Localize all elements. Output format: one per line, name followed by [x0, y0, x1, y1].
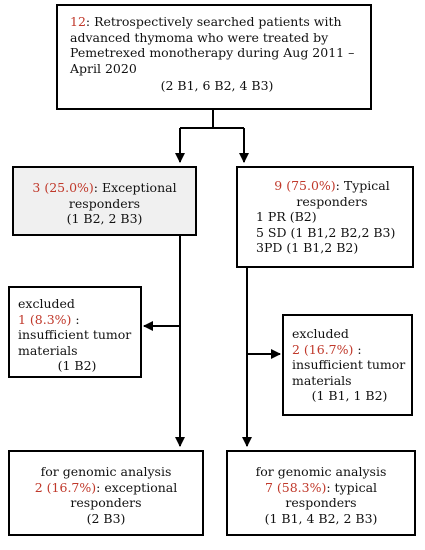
excluded-right-line1: excluded: [292, 326, 349, 341]
excluded-right-line2: :: [357, 341, 362, 357]
typical-line3: 1 PR (B2): [256, 209, 317, 224]
genomic-left-line1: for genomic analysis: [40, 464, 172, 479]
genomic-left-count: 2 (16.7%): [34, 479, 97, 495]
typical-box: 9 (75.0%): Typical responders 1 PR (B2) …: [236, 166, 414, 268]
genomic-right-line1: for genomic analysis: [255, 464, 387, 479]
excluded-left-line4: materials: [18, 342, 78, 358]
excluded-left-box: excluded 1 (8.3%) : insufficient tumor m…: [8, 286, 142, 378]
exceptional-line2: responders: [68, 195, 141, 211]
top-box: 12: Retrospectively searched patients wi…: [56, 4, 372, 110]
genomic-left-box: for genomic analysis 2 (16.7%): exceptio…: [8, 450, 204, 536]
excluded-right-line4: materials: [292, 372, 352, 388]
genomic-left-line2: : exceptional: [96, 479, 178, 495]
genomic-left-line3: responders: [70, 495, 142, 510]
top-line4: April 2020: [70, 60, 137, 76]
typical-count: 9 (75.0%): [274, 178, 336, 193]
excluded-right-line5: (1 B1, 1 B2): [311, 388, 388, 403]
genomic-right-line4: (1 B1, 4 B2, 2 B3): [264, 510, 378, 526]
top-line5: (2 B1, 6 B2, 4 B3): [160, 78, 274, 93]
typical-line4: 5 SD (1 B1,2 B2,2 B3): [256, 224, 396, 240]
typical-line1: : Typical: [335, 178, 390, 193]
excluded-right-count: 2 (16.7%): [292, 341, 354, 357]
genomic-right-line3: responders: [285, 495, 357, 510]
typical-line5: 3PD (1 B1,2 B2): [256, 240, 359, 255]
top-line3: Pemetrexed monotherapy during Aug 2011 –: [70, 45, 355, 60]
genomic-right-count: 7 (58.3%): [264, 479, 327, 495]
excluded-right-box: excluded 2 (16.7%) : insufficient tumor …: [282, 314, 413, 416]
excluded-left-line5: (1 B2): [57, 358, 97, 373]
exceptional-box: 3 (25.0%): Exceptional responders (1 B2,…: [12, 166, 197, 236]
exceptional-count: 3 (25.0%): [32, 180, 94, 195]
top-line1: : Retrospectively searched patients with: [85, 14, 342, 29]
excluded-left-line1: excluded: [18, 296, 75, 311]
exceptional-line1: : Exceptional: [93, 180, 177, 195]
genomic-left-line4: (2 B3): [86, 510, 126, 526]
typical-line2: responders: [296, 193, 368, 209]
excluded-left-line3: insufficient tumor: [18, 327, 132, 342]
top-count: 12: [70, 14, 86, 29]
genomic-right-box: for genomic analysis 7 (58.3%): typical …: [226, 450, 416, 536]
top-line2: advanced thymoma who were treated by: [70, 29, 329, 45]
excluded-left-count: 1 (8.3%): [18, 311, 72, 327]
exceptional-line3: (1 B2, 2 B3): [66, 211, 143, 226]
excluded-left-line2: :: [75, 311, 80, 327]
excluded-right-line3: insufficient tumor: [292, 357, 406, 372]
genomic-right-line2: : typical: [326, 479, 378, 495]
